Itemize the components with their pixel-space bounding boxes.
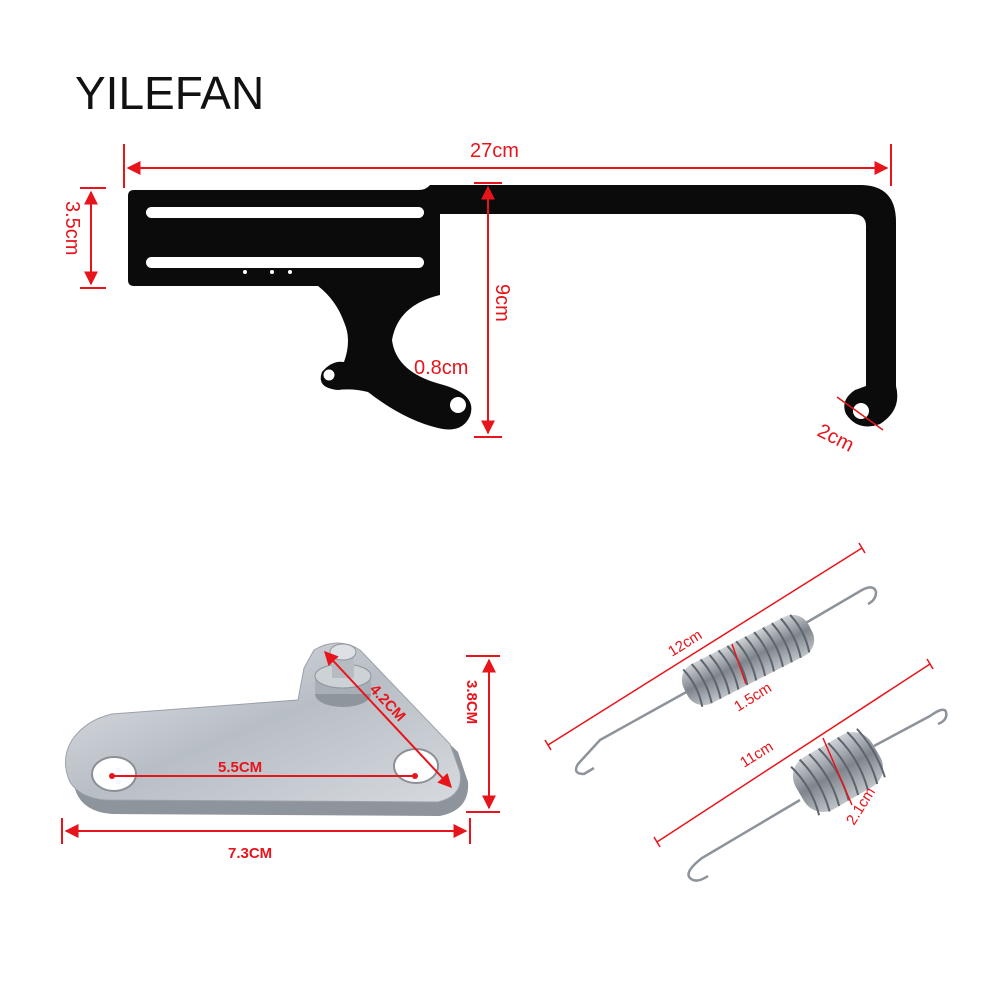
spring-large-diameter-line — [731, 643, 747, 685]
stud-dimension-line — [324, 650, 452, 789]
bracket-slot-height-label: 3.5cm — [61, 201, 83, 255]
brand-logo: YILEFAN — [75, 67, 265, 119]
spring-small-diameter-line — [822, 737, 853, 806]
bracket-length-label: 27cm — [470, 140, 519, 162]
spring-small-length-line — [656, 663, 931, 843]
plate-hole-spacing-label: 5.5CM — [218, 759, 262, 776]
spring-large-wire-right — [803, 586, 878, 626]
bracket-slot-upper — [146, 207, 424, 218]
bracket-height-label: 9cm — [491, 284, 513, 322]
spring-small-length-label: 11cm — [737, 738, 776, 771]
throttle-cable-bracket — [128, 185, 898, 430]
bracket-body — [128, 185, 898, 430]
spring-large — [574, 586, 878, 776]
bracket-end-hole-label: 2cm — [814, 420, 858, 457]
spring-small — [687, 708, 948, 882]
plate-width-label: 7.3CM — [228, 845, 272, 862]
spring-large-length-line — [547, 547, 863, 746]
bracket-dimensions: 27cm 3.5cm 9cm 0.8cm 2cm — [61, 140, 892, 457]
bracket-hole-label: 0.8cm — [414, 357, 468, 379]
bracket-hole-small — [323, 369, 335, 381]
bracket-slot-lower — [146, 257, 424, 268]
zinc-lever-plate — [65, 642, 469, 816]
end-hole-dimension-line — [836, 396, 884, 431]
spring-small-wire-left — [687, 798, 801, 882]
bracket-hole-center — [450, 397, 466, 413]
spring-large-coil — [681, 614, 815, 708]
bracket-hole-end — [853, 403, 869, 419]
spring-small-wire-right — [873, 708, 948, 748]
plate-height-label: 3.8CM — [463, 680, 480, 724]
spring-large-length-label: 12cm — [665, 627, 705, 661]
spring-large-wire-left — [574, 688, 691, 776]
